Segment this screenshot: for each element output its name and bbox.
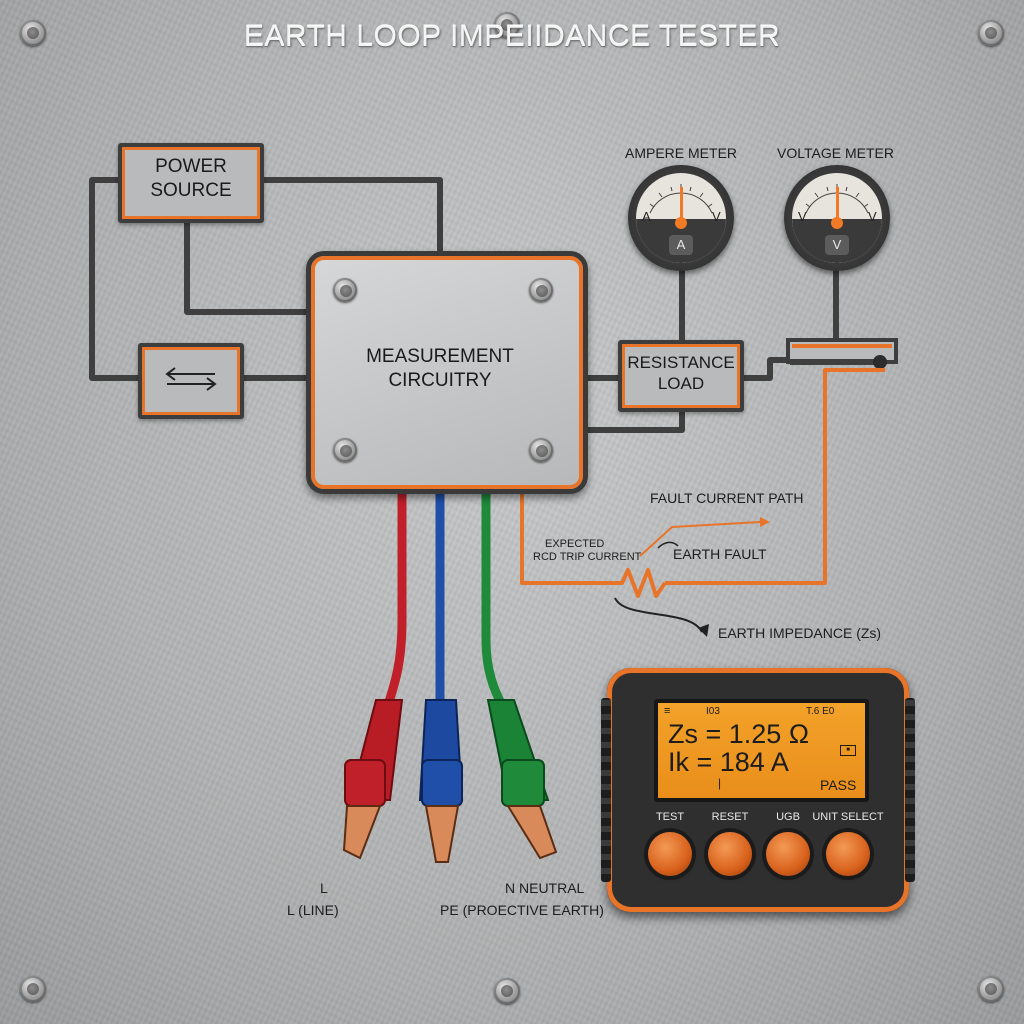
screw-top-center (494, 12, 520, 38)
lcd-cursor: | (718, 776, 722, 790)
measurement-circuitry-label: MEASUREMENT CIRCUITRY (366, 346, 514, 391)
line-lead-cable (383, 486, 407, 707)
screw-top-right (978, 20, 1004, 46)
tester-lcd-display: ≡ I03 T.6 E0 Zs = 1.25 Ω Ik = 184 A ■ | … (654, 699, 869, 802)
panel-title: EARTH LOOP IMPEIIDANCE TESTER (243, 20, 781, 53)
voltage-meter-unit-badge: V (825, 235, 849, 255)
switch-block (138, 343, 244, 419)
fault-arrow (639, 521, 761, 557)
expected-label: EXPECTED (545, 538, 605, 550)
ugb-button[interactable] (766, 832, 810, 876)
ampere-meter-needle (680, 187, 683, 223)
screw-bottom-center (494, 978, 520, 1004)
lcd-zs-reading: Zs = 1.25 Ω (668, 719, 809, 749)
line-lead-label: L (LINE) (287, 902, 339, 918)
measurement-circuitry-block (306, 251, 588, 494)
wire-power-to-switch (89, 177, 138, 381)
lcd-menu-icon: ≡ (664, 705, 671, 717)
line-short-label: L (320, 880, 328, 896)
tester-left-grip (601, 698, 611, 882)
voltage-meter-needle (836, 187, 839, 223)
bidirectional-arrow-icon (165, 367, 217, 391)
power-source-block (118, 143, 264, 223)
earth-impedance-label: EARTH IMPEDANCE (Zs) (718, 625, 882, 641)
wire-power-to-measurement-left (184, 215, 306, 315)
impedance-pointer (614, 597, 703, 633)
unit-select-button-label: UNIT SELECT (812, 811, 884, 823)
ampere-meter-title: AMPERE METER (625, 145, 738, 161)
voltage-meter-left-unit: V (798, 209, 807, 224)
lcd-mini-badge: ■ (840, 745, 856, 756)
reset-button-label: RESET (711, 811, 749, 823)
power-source-label: POWER SOURCE (150, 156, 232, 201)
screw-bottom-right (978, 976, 1004, 1002)
terminal-node (873, 355, 887, 369)
ampere-meter-left-unit: A (642, 209, 651, 224)
ugb-button-label: UGB (776, 811, 800, 823)
rcd-trip-current-label: RCD TRIP CURRENT (533, 551, 642, 563)
resistance-load-label: RESISTANCE LOAD (627, 353, 735, 393)
screw-top-left (20, 20, 46, 46)
box-screw (529, 438, 553, 462)
voltage-meter: V V V (784, 165, 890, 271)
lcd-status-mid: I03 (706, 706, 720, 717)
fault-pointer (657, 541, 679, 549)
earth-fault-label: EARTH FAULT (673, 546, 767, 562)
wire-power-to-measurement-top (256, 177, 443, 252)
test-button[interactable] (648, 832, 692, 876)
ampere-meter: A V A (628, 165, 734, 271)
earth-lead-cable (481, 486, 506, 708)
lcd-ik-reading: Ik = 184 A (668, 747, 789, 777)
fault-path-left (520, 486, 612, 585)
resistance-load-block (618, 340, 744, 412)
reset-button[interactable] (708, 832, 752, 876)
ampere-meter-right-unit: V (712, 209, 721, 224)
fault-arrow-head (760, 517, 770, 527)
voltage-meter-title: VOLTAGE METER (777, 145, 894, 161)
earth-impedance-resistor (612, 568, 667, 598)
lcd-pass-status: PASS (820, 777, 857, 793)
protective-earth-lead-label: PE (PROECTIVE EARTH) (440, 902, 604, 918)
loop-tester-device: ≡ I03 T.6 E0 Zs = 1.25 Ω Ik = 184 A ■ | … (601, 668, 915, 912)
neutral-lead-label: N NEUTRAL (505, 880, 585, 896)
line-lead-clip (342, 699, 404, 860)
ampere-meter-unit-badge: A (669, 235, 693, 255)
voltage-meter-right-unit: V (868, 209, 877, 224)
unit-select-button[interactable] (826, 832, 870, 876)
wire-measurement-to-load-bottom (578, 404, 685, 433)
wire-load-to-bar (736, 357, 790, 381)
neutral-lead-clip (418, 699, 464, 863)
box-screw (529, 278, 553, 302)
lcd-status-right: T.6 E0 (806, 706, 835, 717)
fault-current-path-label: FAULT CURRENT PATH (650, 490, 804, 506)
earth-lead-clip (486, 699, 558, 860)
fault-path-right (665, 368, 885, 585)
box-screw (333, 438, 357, 462)
test-button-label: TEST (655, 811, 685, 823)
box-screw (333, 278, 357, 302)
tester-right-grip (905, 698, 915, 882)
screw-bottom-left (20, 976, 46, 1002)
